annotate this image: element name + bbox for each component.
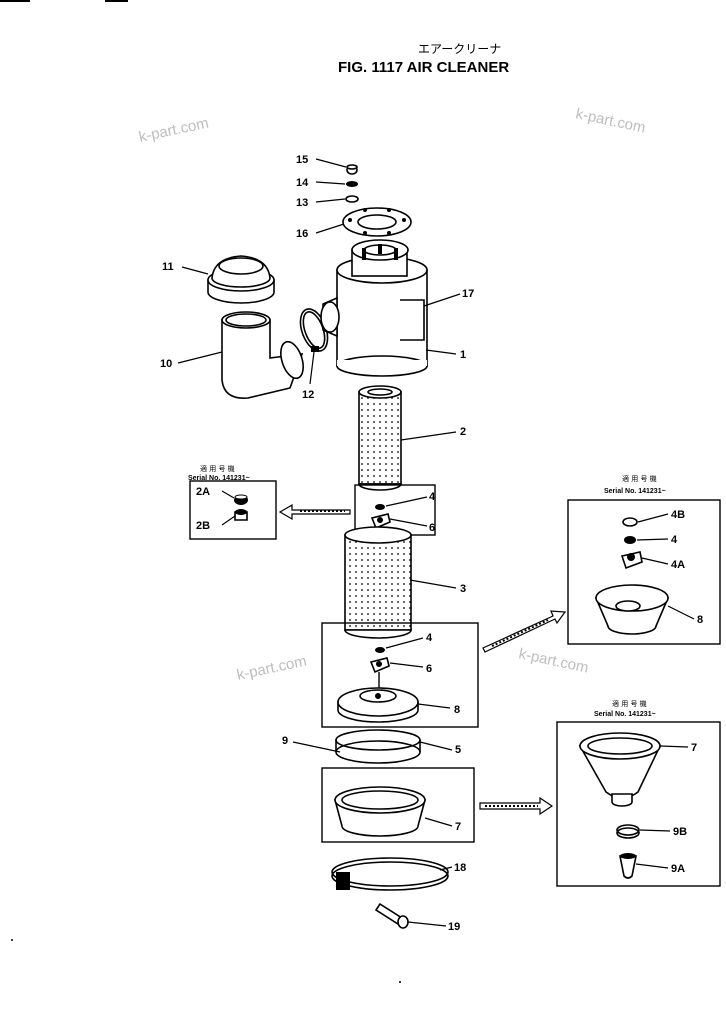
watermark: k-part.com — [517, 645, 590, 676]
label-4A: 4A — [671, 559, 685, 571]
label-14: 14 — [296, 177, 309, 189]
part-3-element — [344, 526, 412, 639]
label-13: 13 — [296, 197, 308, 209]
label-12: 12 — [302, 389, 314, 401]
label-6-lower: 6 — [426, 663, 432, 675]
label-4B: 4B — [671, 509, 685, 521]
serial-box-right-bottom: 適 用 号 機 Serial No. 141231~ — [556, 699, 721, 887]
part-8-cover — [337, 687, 419, 723]
part-13-gasket — [345, 195, 359, 203]
label-5: 5 — [455, 744, 461, 756]
part-7-bowl — [333, 786, 427, 837]
label-9: 9 — [282, 735, 288, 747]
serial-number: Serial No. 141231~ — [604, 488, 666, 495]
svg-text:適 用 号 機: 適 用 号 機 — [612, 699, 647, 708]
title-japanese: エアークリーナ — [418, 42, 501, 56]
label-1: 1 — [460, 349, 466, 361]
part-14-washer — [346, 181, 358, 187]
label-10: 10 — [160, 358, 172, 370]
part-5-gasket — [335, 729, 421, 764]
watermark: k-part.com — [574, 105, 647, 136]
label-18: 18 — [454, 862, 466, 874]
watermark: k-part.com — [137, 115, 210, 146]
part-2-element — [358, 385, 402, 491]
label-17: 17 — [462, 288, 474, 300]
label-4-right: 4 — [671, 534, 678, 546]
part-18-band — [331, 857, 449, 891]
label-11: 11 — [162, 261, 174, 273]
part-11-cap — [207, 255, 275, 304]
arrow-to-right-top-box — [482, 610, 567, 653]
part-4-nut-lower — [375, 647, 385, 653]
part-10-elbow-pipe — [221, 311, 304, 399]
label-16: 16 — [296, 228, 308, 240]
label-2A: 2A — [196, 486, 210, 498]
label-9A: 9A — [671, 863, 685, 875]
label-8: 8 — [454, 704, 460, 716]
label-15: 15 — [296, 154, 308, 166]
label-2: 2 — [460, 426, 466, 438]
label-7-right: 7 — [691, 742, 697, 754]
leader-lines — [177, 158, 695, 927]
label-4-lower: 4 — [426, 632, 433, 644]
part-16-plate — [342, 207, 412, 237]
watermark: k-part.com — [235, 653, 308, 684]
serial-box-left: 適 用 号 機 Serial No. 141231~ — [188, 464, 277, 540]
serial-box-right-top: 適 用 号 機 Serial No. 141231~ — [567, 474, 721, 645]
serial-number: Serial No. 141231~ — [188, 475, 250, 482]
arrow-to-right-bottom-box — [479, 796, 554, 816]
part-6-bolt — [370, 513, 391, 530]
label-3: 3 — [460, 583, 466, 595]
serial-number: Serial No. 141231~ — [594, 711, 656, 718]
label-2B: 2B — [196, 520, 210, 532]
svg-text:適 用 号 機: 適 用 号 機 — [622, 474, 657, 483]
part-6-bolt-lower — [369, 657, 390, 690]
label-8-right: 8 — [697, 614, 703, 626]
part-4-wing-nut — [375, 504, 385, 510]
detail-box-bowl — [321, 767, 475, 843]
part-19-bolt — [374, 902, 409, 929]
figure-title: FIG. 1117 AIR CLEANER — [338, 59, 509, 76]
label-6: 6 — [429, 522, 435, 534]
label-9B: 9B — [673, 826, 687, 838]
svg-text:適 用 号 機: 適 用 号 機 — [200, 464, 235, 473]
detail-box-lower — [321, 622, 479, 728]
label-4: 4 — [429, 491, 436, 503]
label-19: 19 — [448, 921, 460, 933]
part-1-housing — [320, 239, 428, 377]
label-7: 7 — [455, 821, 461, 833]
arrow-to-left-box — [278, 503, 351, 521]
part-15-nut — [346, 164, 358, 175]
